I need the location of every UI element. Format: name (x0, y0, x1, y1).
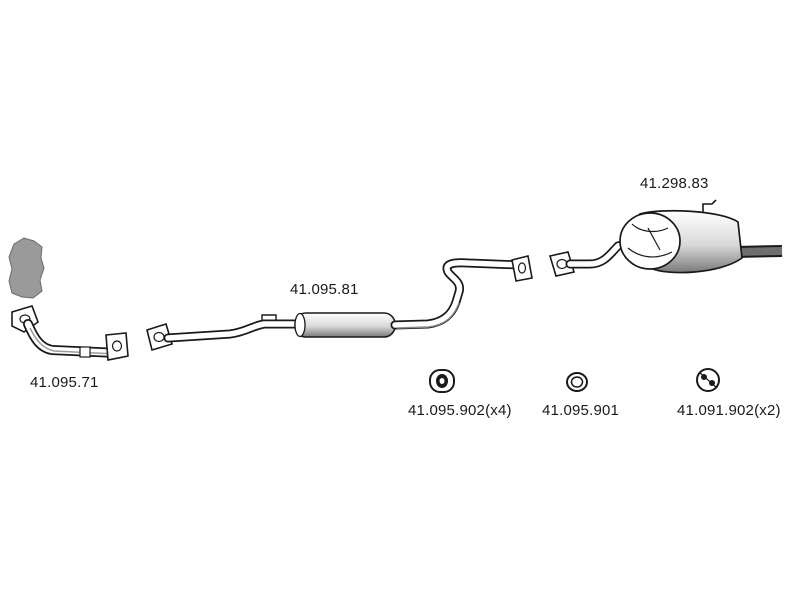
center-pipe (146, 255, 533, 352)
sealing-ring (566, 372, 588, 392)
rubber-hanger-c (696, 368, 720, 392)
part-number-rear-muffler: 41.298.83 (640, 175, 709, 192)
muffler-end-cap (619, 212, 681, 270)
part-number-front-pipe: 41.095.71 (30, 374, 99, 391)
rubber-hanger-a (429, 369, 455, 393)
part-number-center-pipe: 41.095.81 (290, 281, 359, 298)
part-number-hanger-a: 41.095.902(x4) (408, 402, 512, 419)
front-pipe (11, 305, 129, 361)
resonator-body (294, 312, 396, 338)
part-number-sealing-ring: 41.095.901 (542, 402, 620, 419)
rear-muffler (548, 199, 783, 277)
catalytic-converter-icon (8, 237, 45, 299)
part-number-hanger-c: 41.091.902(x2) (677, 402, 781, 419)
